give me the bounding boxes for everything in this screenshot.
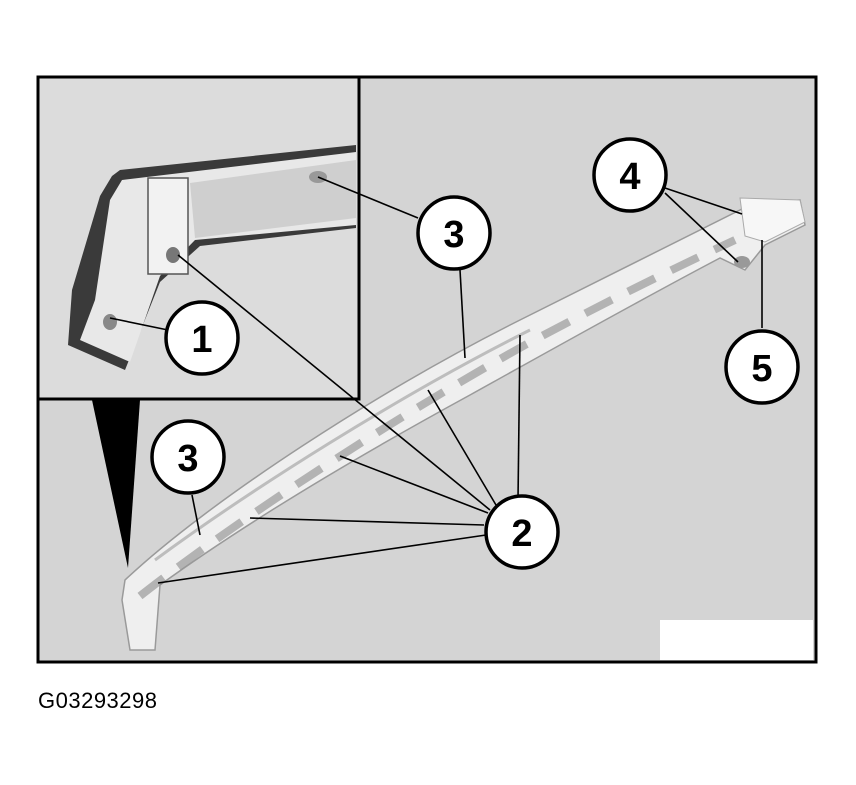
inset-pointer bbox=[92, 400, 140, 568]
svg-text:3: 3 bbox=[443, 214, 464, 256]
leader-lines bbox=[109, 176, 763, 584]
callout-5: 5 bbox=[724, 329, 800, 405]
trim-strip bbox=[121, 197, 806, 651]
callout-3-main: 3 bbox=[150, 419, 226, 495]
callout-2: 2 bbox=[484, 494, 560, 570]
callout-3-inset: 3 bbox=[416, 195, 492, 271]
svg-text:1: 1 bbox=[191, 319, 212, 361]
callout-1: 1 bbox=[164, 300, 240, 376]
svg-text:2: 2 bbox=[511, 513, 532, 555]
svg-text:3: 3 bbox=[177, 438, 198, 480]
figure-id-label: G03293298 bbox=[38, 688, 158, 713]
svg-text:5: 5 bbox=[751, 348, 772, 390]
inset-part-closeup bbox=[68, 145, 356, 370]
svg-text:4: 4 bbox=[619, 156, 640, 198]
corner-patch bbox=[660, 620, 813, 660]
callout-4: 4 bbox=[592, 137, 668, 213]
